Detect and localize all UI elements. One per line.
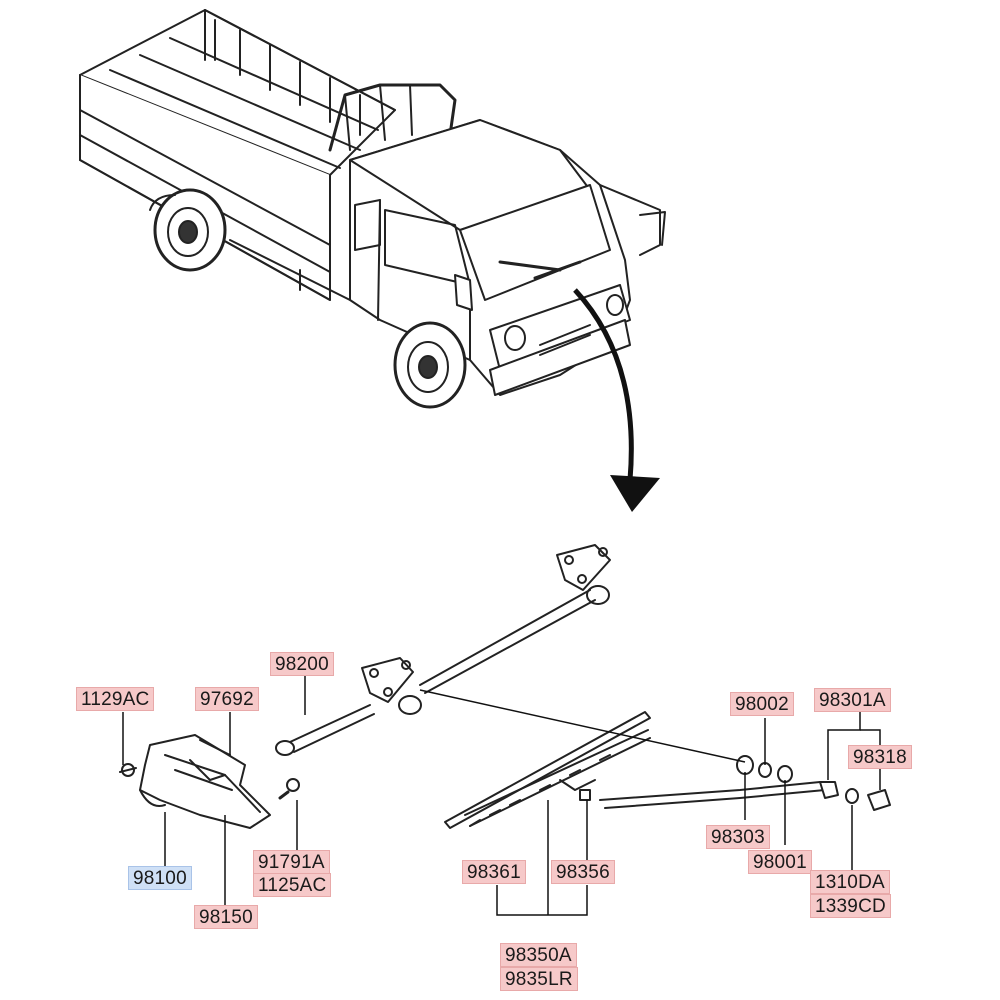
part-label-98318[interactable]: 98318 bbox=[848, 745, 912, 769]
bolt-1129ac bbox=[119, 763, 137, 777]
part-label-9835lr[interactable]: 9835LR bbox=[500, 967, 578, 991]
blade-clip bbox=[579, 789, 591, 801]
cap-98318 bbox=[867, 789, 891, 811]
part-label-98150[interactable]: 98150 bbox=[194, 905, 258, 929]
part-label-97692[interactable]: 97692 bbox=[195, 687, 259, 711]
part-label-1339cd[interactable]: 1339CD bbox=[810, 894, 891, 918]
part-label-98301a[interactable]: 98301A bbox=[814, 688, 891, 712]
wiper-linkage bbox=[275, 544, 611, 756]
part-label-98356[interactable]: 98356 bbox=[551, 860, 615, 884]
part-label-98002[interactable]: 98002 bbox=[730, 692, 794, 716]
wiper-blade bbox=[444, 711, 651, 829]
part-label-98100-selected[interactable]: 98100 bbox=[128, 866, 192, 890]
wiper-motor-cover bbox=[139, 734, 271, 829]
nut-98001 bbox=[777, 765, 793, 783]
washer-98303 bbox=[736, 755, 754, 775]
leader-lines bbox=[122, 675, 881, 916]
part-label-98001[interactable]: 98001 bbox=[748, 850, 812, 874]
nut-1310da bbox=[845, 788, 859, 804]
bolt-91791a bbox=[278, 778, 300, 800]
part-label-1129ac[interactable]: 1129AC bbox=[76, 687, 155, 711]
part-label-98350a[interactable]: 98350A bbox=[500, 943, 577, 967]
part-label-98200[interactable]: 98200 bbox=[270, 652, 334, 676]
wiper-arm bbox=[599, 781, 839, 809]
part-label-91791a[interactable]: 91791A bbox=[253, 850, 330, 874]
part-label-1310da[interactable]: 1310DA bbox=[810, 870, 890, 894]
part-label-98303[interactable]: 98303 bbox=[706, 825, 770, 849]
truck-illustration bbox=[79, 9, 666, 409]
washer-98002 bbox=[758, 762, 772, 778]
arrow-icon bbox=[573, 288, 660, 512]
part-label-1125ac[interactable]: 1125AC bbox=[253, 873, 332, 897]
part-label-98361[interactable]: 98361 bbox=[462, 860, 526, 884]
